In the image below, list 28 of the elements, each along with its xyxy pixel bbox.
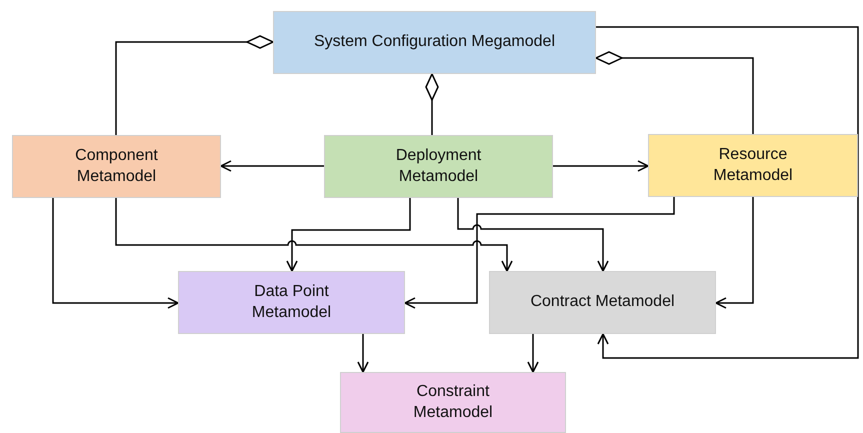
arrow: [596, 26, 859, 359]
arrow: [357, 334, 369, 373]
arrow: [527, 334, 539, 373]
arrow: [115, 198, 513, 272]
arrow: [715, 197, 754, 309]
arrow: [52, 198, 179, 309]
metamodel-box: [178, 271, 405, 334]
aggregation-connector: [115, 35, 274, 135]
arrow: [457, 198, 609, 272]
arrow: [220, 160, 324, 172]
box-label: Component Metamodel: [74, 146, 159, 186]
metamodel-box: [324, 135, 553, 198]
aggregation-connector: [425, 73, 439, 135]
metamodel-box: [12, 135, 221, 198]
arrow: [404, 197, 675, 309]
arrow: [553, 160, 649, 172]
box-label: Resource Metamodel: [712, 144, 794, 186]
metamodel-box: [340, 372, 566, 433]
box-label: Data Point Metamodel: [250, 282, 332, 322]
box-label: Contract Metamodel: [530, 292, 675, 312]
metamodel-box: [489, 271, 716, 334]
box-label: System Configuration Megamodel: [314, 32, 555, 52]
box-label: Constraint Metamodel: [412, 382, 494, 422]
box-label: Deployment Metamodel: [394, 146, 482, 186]
metamodel-box: [273, 11, 596, 74]
arrow: [286, 198, 411, 272]
metamodel-box: [648, 134, 858, 197]
aggregation-connector: [595, 51, 754, 134]
